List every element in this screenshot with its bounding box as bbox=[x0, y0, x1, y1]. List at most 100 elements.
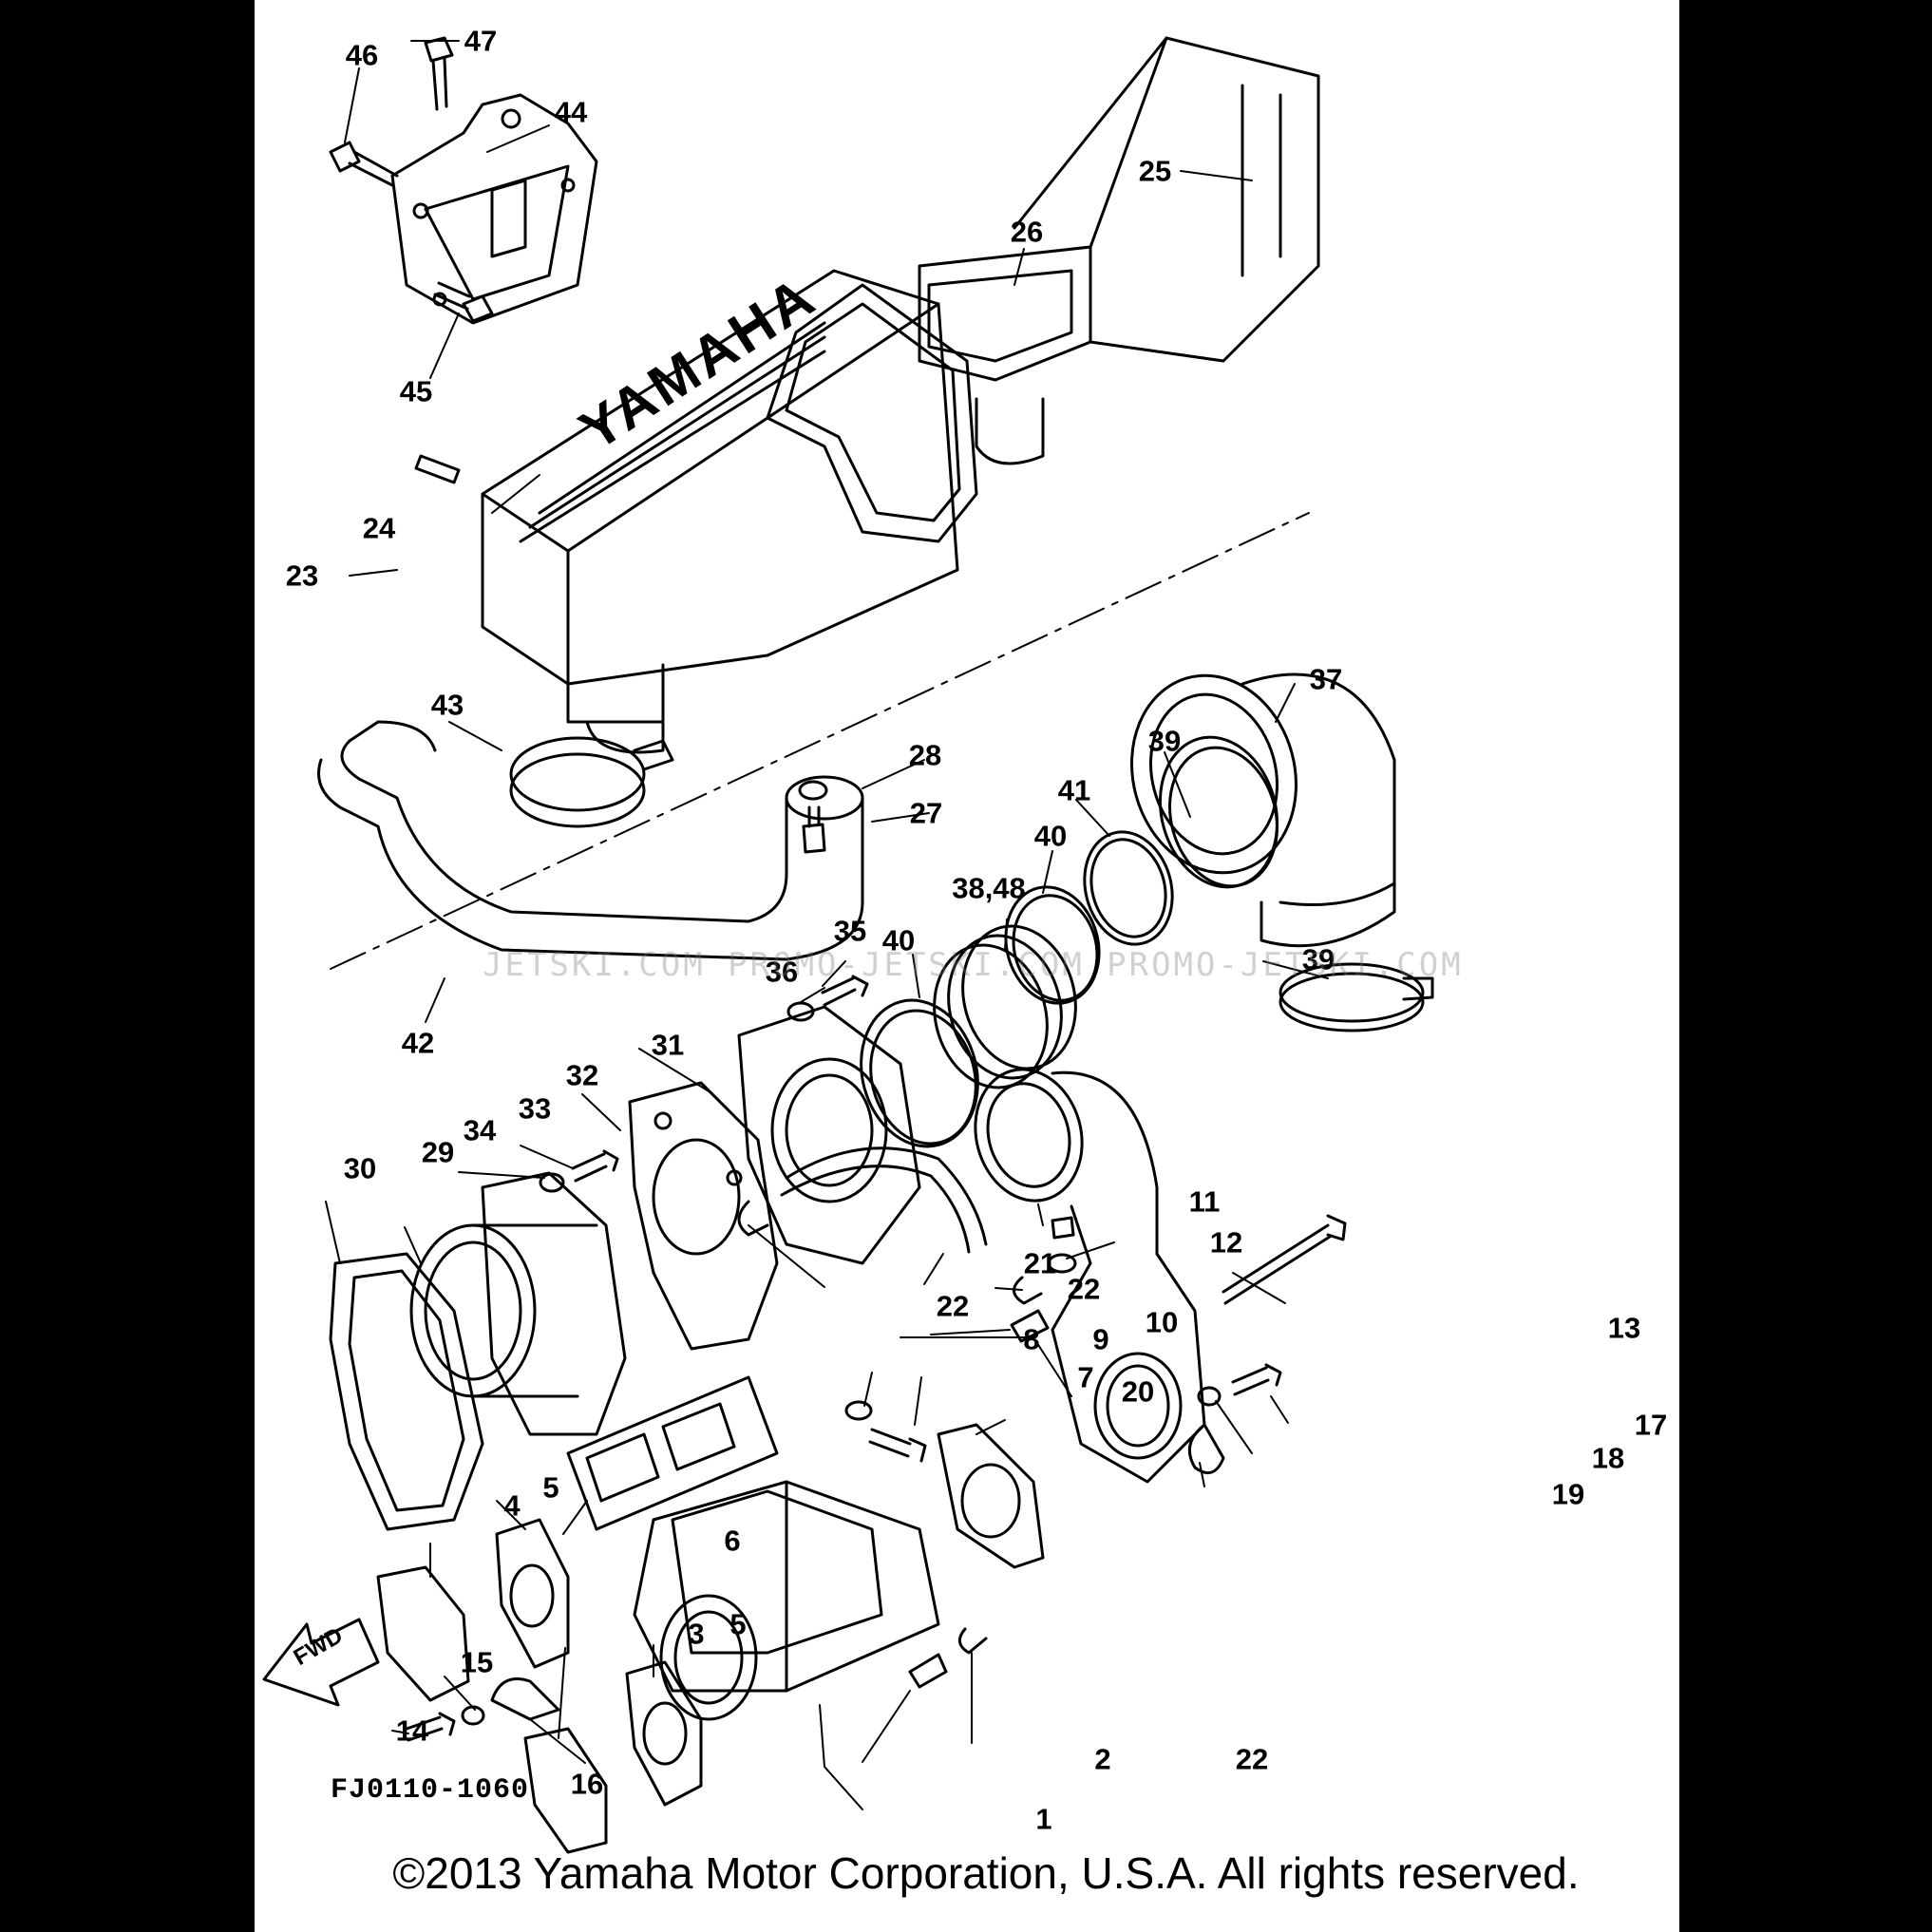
callout-39-top: 39 bbox=[1147, 724, 1182, 758]
cover-3 bbox=[523, 1727, 608, 1854]
callout-45: 45 bbox=[399, 374, 433, 408]
callout-21: 21 bbox=[1023, 1246, 1057, 1280]
clip-19 bbox=[1187, 1423, 1225, 1475]
callout-46: 46 bbox=[345, 38, 379, 72]
gasket-20 bbox=[937, 1423, 1045, 1569]
clip-22a bbox=[737, 1200, 769, 1237]
leader-lines bbox=[325, 40, 1329, 1810]
callout-4: 4 bbox=[503, 1488, 521, 1523]
watermark: JETSKI.COM PROMO-JETSKI.COM PROMO-JETSKI… bbox=[483, 946, 1464, 984]
callout-11: 11 bbox=[1188, 1184, 1221, 1219]
callout-20: 20 bbox=[1121, 1374, 1155, 1409]
diagram-sheet: 46 47 44 45 25 26 24 23 43 28 27 37 39 4… bbox=[255, 0, 1679, 1932]
callout-6: 6 bbox=[724, 1524, 741, 1558]
callout-22-hose: 22 bbox=[936, 1289, 970, 1323]
callout-32: 32 bbox=[565, 1058, 599, 1092]
callout-19: 19 bbox=[1551, 1477, 1585, 1511]
gasket-26 bbox=[766, 283, 978, 543]
callout-1: 1 bbox=[1035, 1802, 1052, 1836]
bolt-7 bbox=[868, 1428, 927, 1463]
exploded-parts-drawing bbox=[262, 36, 1434, 1854]
clamp-43 bbox=[509, 736, 674, 828]
cover-4 bbox=[376, 1565, 470, 1702]
callout-29: 29 bbox=[421, 1135, 455, 1169]
part-code: FJ0110-1060 bbox=[331, 1774, 530, 1807]
callout-34: 34 bbox=[463, 1113, 497, 1147]
center-line bbox=[330, 512, 1310, 970]
callout-18: 18 bbox=[1591, 1441, 1625, 1475]
bracket-44 bbox=[390, 93, 598, 325]
bolt-47 bbox=[424, 36, 454, 111]
washer-18 bbox=[1197, 1386, 1222, 1407]
nipple-2 bbox=[908, 1653, 948, 1689]
bolt-17 bbox=[1231, 1363, 1282, 1396]
callout-14: 14 bbox=[395, 1714, 429, 1748]
callout-24: 24 bbox=[362, 511, 396, 545]
callout-15: 15 bbox=[460, 1645, 494, 1679]
manifold-1 bbox=[633, 1480, 940, 1721]
callout-41: 41 bbox=[1057, 773, 1091, 807]
callout-30: 30 bbox=[343, 1151, 377, 1185]
callout-5-lower: 5 bbox=[729, 1607, 747, 1641]
pin-24 bbox=[414, 454, 461, 484]
callout-3: 3 bbox=[688, 1617, 705, 1651]
bolt-35 bbox=[821, 975, 869, 1007]
callout-36: 36 bbox=[765, 955, 799, 989]
callout-33: 33 bbox=[518, 1091, 552, 1126]
callout-25: 25 bbox=[1138, 154, 1172, 188]
copyright-notice: ©2013 Yamaha Motor Corporation, U.S.A. A… bbox=[392, 1848, 1580, 1898]
elbow-37 bbox=[1130, 672, 1396, 948]
callout-13: 13 bbox=[1607, 1311, 1641, 1345]
callout-12: 12 bbox=[1209, 1225, 1243, 1260]
outlet-elbow-9 bbox=[974, 1068, 1206, 1484]
plate-31 bbox=[737, 1005, 921, 1265]
callout-39-bottom: 39 bbox=[1301, 942, 1335, 976]
callout-5-upper: 5 bbox=[542, 1470, 559, 1505]
ring-41 bbox=[1083, 830, 1174, 946]
callout-8: 8 bbox=[1023, 1322, 1040, 1356]
airbox-25 bbox=[918, 36, 1320, 465]
callout-40-upper: 40 bbox=[1033, 819, 1068, 853]
callout-2: 2 bbox=[1094, 1742, 1111, 1776]
callout-31: 31 bbox=[651, 1028, 685, 1062]
bolt-14 bbox=[405, 1712, 456, 1742]
callout-40-lower: 40 bbox=[881, 923, 916, 957]
bolt-45 bbox=[433, 281, 494, 323]
callout-22-manifold: 22 bbox=[1235, 1742, 1269, 1776]
bolt-33 bbox=[571, 1149, 619, 1183]
callout-9: 9 bbox=[1092, 1322, 1109, 1356]
gasket-30 bbox=[329, 1252, 484, 1531]
plug-11 bbox=[1051, 1216, 1075, 1240]
callout-47: 47 bbox=[464, 24, 498, 58]
clip-22c bbox=[957, 1627, 988, 1655]
callout-43: 43 bbox=[430, 688, 464, 722]
callout-42: 42 bbox=[401, 1026, 435, 1060]
callout-16: 16 bbox=[570, 1767, 604, 1801]
callout-37: 37 bbox=[1309, 662, 1343, 696]
callout-10: 10 bbox=[1145, 1305, 1179, 1339]
gasket-5b bbox=[625, 1660, 703, 1807]
callout-23: 23 bbox=[285, 559, 319, 593]
callout-17: 17 bbox=[1634, 1408, 1668, 1442]
washer-8 bbox=[844, 1400, 873, 1421]
hose-42 bbox=[317, 720, 864, 961]
nipple-10 bbox=[1010, 1309, 1050, 1343]
callout-38-48: 38,48 bbox=[952, 871, 1026, 905]
callout-44: 44 bbox=[554, 95, 588, 129]
clamp-39-top bbox=[1158, 735, 1279, 889]
callout-7: 7 bbox=[1077, 1360, 1094, 1394]
bolt-46 bbox=[329, 141, 399, 187]
bracket-16 bbox=[490, 1677, 560, 1721]
gasket-5a bbox=[495, 1518, 570, 1669]
stud-13 bbox=[1222, 1214, 1347, 1305]
callout-27: 27 bbox=[909, 796, 943, 830]
plate-29 bbox=[409, 1171, 627, 1436]
hose-21 bbox=[780, 1146, 988, 1254]
gasket-32 bbox=[628, 1081, 779, 1351]
washer-15 bbox=[461, 1705, 485, 1726]
bolt-27 bbox=[802, 805, 826, 854]
callout-22-elbow: 22 bbox=[1067, 1272, 1101, 1306]
callout-26: 26 bbox=[1010, 215, 1044, 249]
washer-12 bbox=[1047, 1253, 1077, 1274]
callout-28: 28 bbox=[908, 738, 942, 772]
